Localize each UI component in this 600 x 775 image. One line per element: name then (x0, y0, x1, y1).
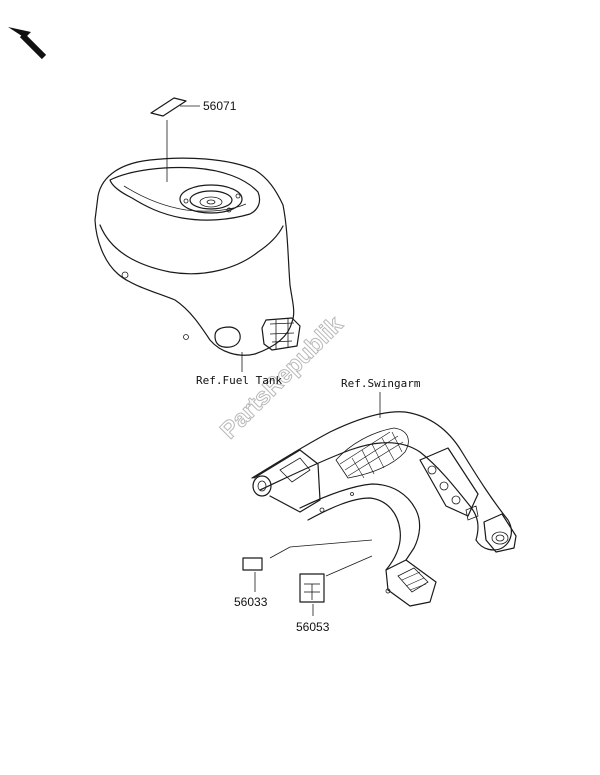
swingarm-drawing (251, 411, 517, 607)
ref-swingarm-label[interactable]: Ref.Swingarm (341, 377, 421, 390)
front-direction-arrow-icon (8, 27, 47, 60)
label-56053-part (299, 573, 325, 616)
label-56033-part (242, 557, 263, 592)
ref-fuel-tank-label[interactable]: Ref.Fuel Tank (196, 374, 282, 387)
label-56071-part (150, 97, 200, 182)
part-number-56033[interactable]: 56033 (234, 595, 268, 609)
fuel-tank-drawing (94, 157, 301, 356)
part-number-56053[interactable]: 56053 (296, 620, 330, 634)
part-number-56071[interactable]: 56071 (203, 99, 237, 113)
